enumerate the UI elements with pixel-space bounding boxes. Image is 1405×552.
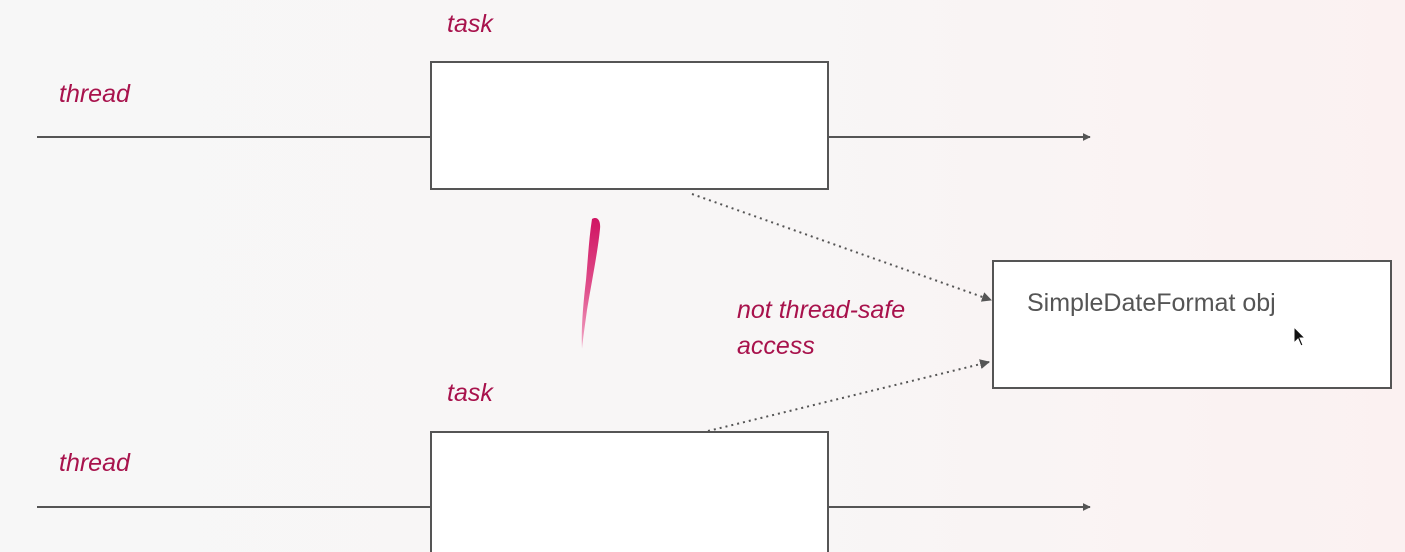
bottom-task-label: task [447, 379, 494, 407]
bottom-access-arrow [707, 359, 990, 432]
bottom-thread-label: thread [59, 449, 131, 477]
access-label-line1: not thread-safe [737, 296, 905, 324]
bottom-task-box [430, 431, 829, 552]
access-label-line2: access [737, 332, 815, 360]
shared-object-box [992, 260, 1392, 389]
brush-annotation-stroke [581, 218, 601, 349]
top-access-arrow [691, 193, 992, 302]
top-thread-label: thread [59, 80, 131, 108]
top-task-box [430, 61, 829, 190]
mouse-pointer-icon [1293, 325, 1307, 347]
top-task-label: task [447, 10, 494, 38]
shared-object-label: SimpleDateFormat obj [1027, 289, 1276, 317]
